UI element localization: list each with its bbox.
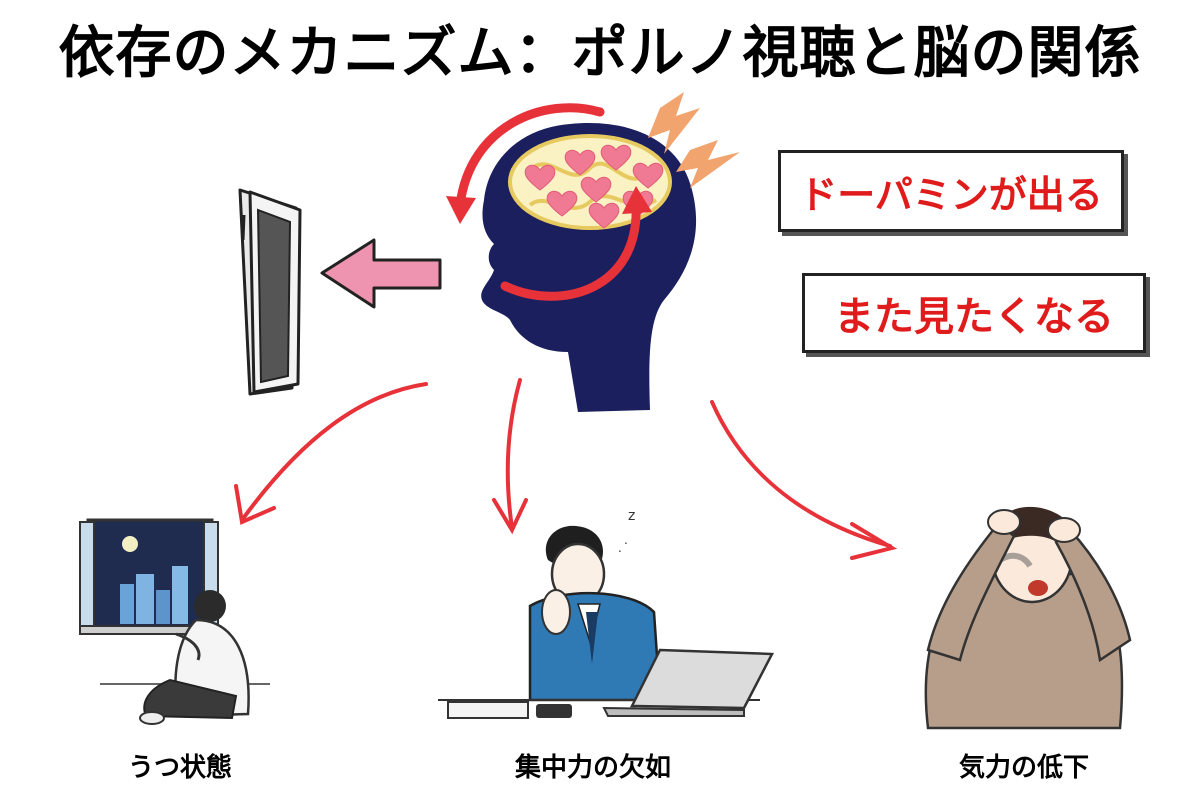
depressed-person-icon	[79, 518, 270, 725]
effect-caption-energy: 気力の低下	[958, 753, 1089, 783]
dopamine-label: ドーパミンが出る	[799, 172, 1103, 217]
svg-text:.: .	[624, 533, 628, 547]
want-again-label: また見たくなる	[834, 294, 1114, 340]
dopamine-label-box: ドーパミンが出る	[778, 150, 1124, 232]
brain-head-icon	[481, 123, 697, 413]
effect-caption-depression: うつ状態	[127, 753, 232, 783]
lightning-icon	[648, 92, 740, 188]
page-title: 依存のメカニズム：ポルノ視聴と脳の関係	[58, 21, 1142, 86]
smartphone-icon	[238, 188, 302, 396]
sleepy-businessman-icon: z . .	[438, 508, 775, 719]
svg-text:z: z	[628, 508, 635, 524]
want-again-label-box: また見たくなる	[802, 273, 1146, 353]
svg-text:.: .	[618, 541, 622, 555]
headache-man-icon	[924, 506, 1132, 730]
cycle-arrow-icon	[446, 103, 652, 301]
effect-caption-focus: 集中力の欠如	[514, 753, 671, 783]
pink-arrow-icon	[320, 238, 442, 309]
effect-arrows	[234, 378, 898, 560]
